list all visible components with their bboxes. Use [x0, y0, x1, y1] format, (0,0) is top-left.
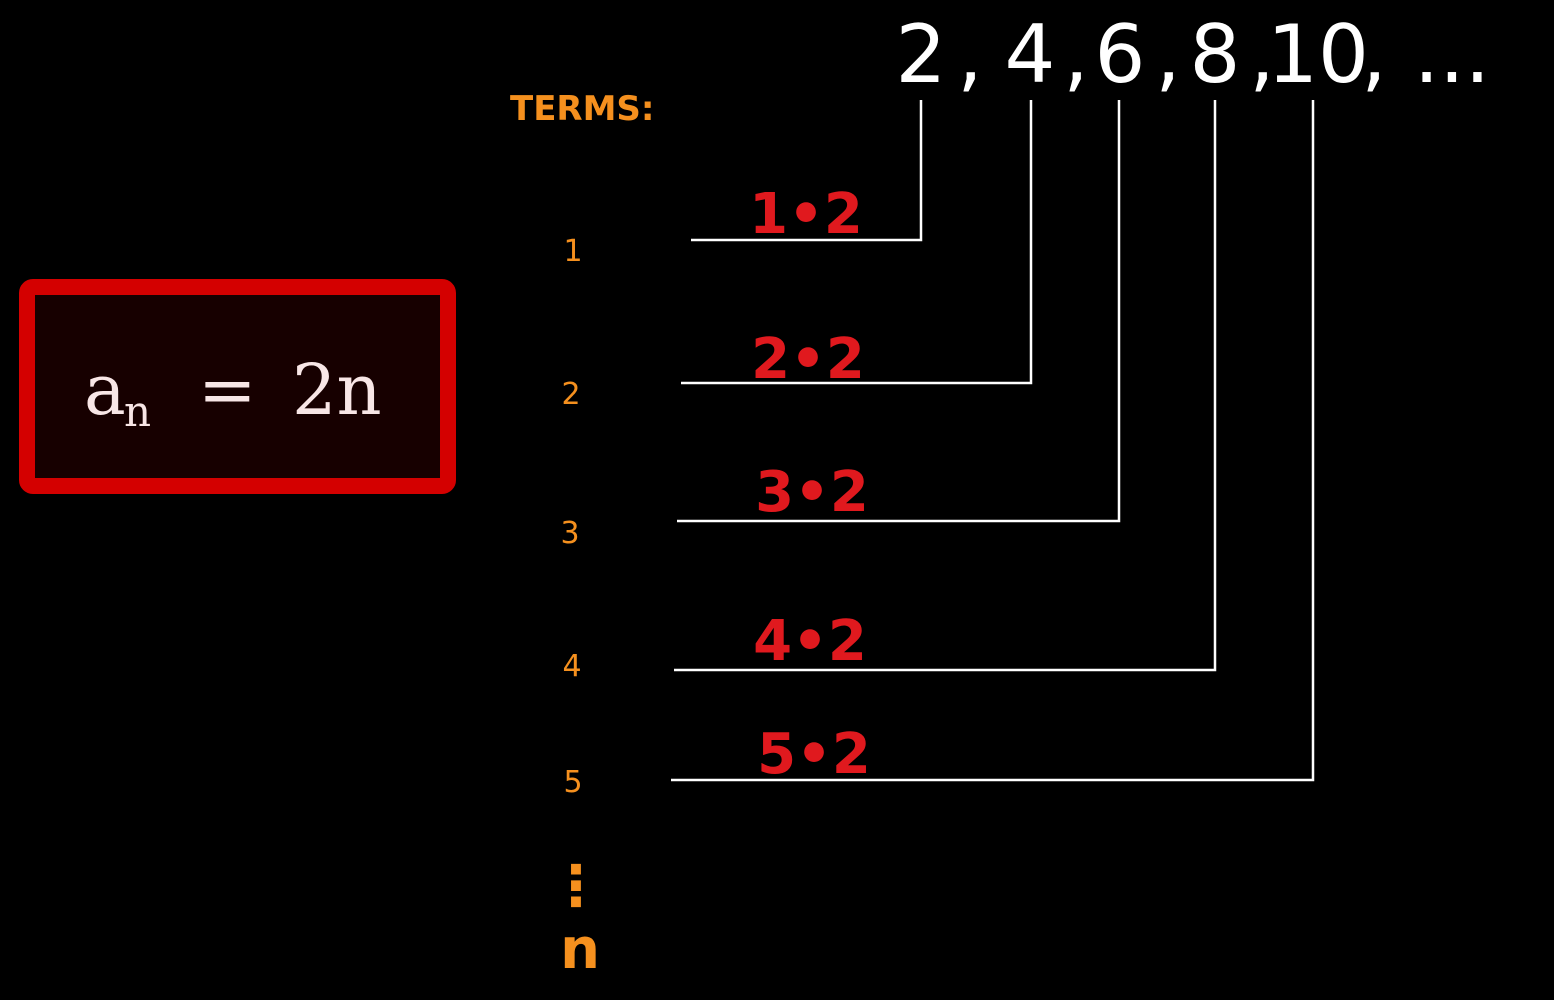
formula-box: a n = 2n: [19, 279, 456, 494]
connector-line-1: [691, 100, 923, 242]
sequence-term-2: 4: [1005, 8, 1056, 101]
product-5: 5•2: [757, 722, 871, 787]
product-3: 3•2: [755, 460, 869, 525]
sequence-term-1: 2: [896, 8, 947, 101]
sequence-ellipsis: ...: [1414, 8, 1490, 101]
connector-line-5: [671, 100, 1315, 782]
sequence-comma: ,: [1063, 8, 1088, 101]
connector-lines: [671, 100, 1315, 782]
formula-rhs: 2n: [292, 349, 382, 431]
product-2: 2•2: [751, 327, 865, 392]
product-4: 4•2: [753, 609, 867, 674]
formula-lhs: a: [84, 349, 126, 431]
formula-equals: =: [198, 349, 257, 431]
sequence-term-4: 8: [1190, 8, 1241, 101]
sequence-comma: ,: [1249, 8, 1274, 101]
index-5: 5: [563, 765, 582, 800]
index-4: 4: [562, 649, 581, 684]
connector-line-3: [677, 100, 1121, 523]
sequence-comma: ,: [1361, 8, 1386, 101]
index-1: 1: [563, 234, 582, 269]
products: 1•2 2•2 3•2 4•2 5•2: [749, 182, 871, 787]
product-1: 1•2: [749, 182, 863, 247]
index-column: 1 2 3 4 5 ⋮ n: [548, 234, 604, 982]
terms-label: TERMS:: [510, 89, 655, 129]
sequence-term-5: 10: [1267, 8, 1369, 101]
index-2: 2: [561, 377, 580, 412]
formula-lhs-subscript: n: [124, 387, 151, 436]
index-3: 3: [560, 516, 579, 551]
connector-line-2: [681, 100, 1033, 385]
sequence-comma: ,: [957, 8, 982, 101]
index-n: n: [560, 917, 600, 982]
index-vdots: ⋮: [548, 854, 604, 919]
sequence-header: 2 , 4 , 6 , 8 , 10 , ...: [896, 8, 1491, 101]
formula-box-frame: [19, 279, 456, 494]
sequence-comma: ,: [1155, 8, 1180, 101]
sequence-term-3: 6: [1095, 8, 1146, 101]
connector-line-4: [674, 100, 1217, 672]
